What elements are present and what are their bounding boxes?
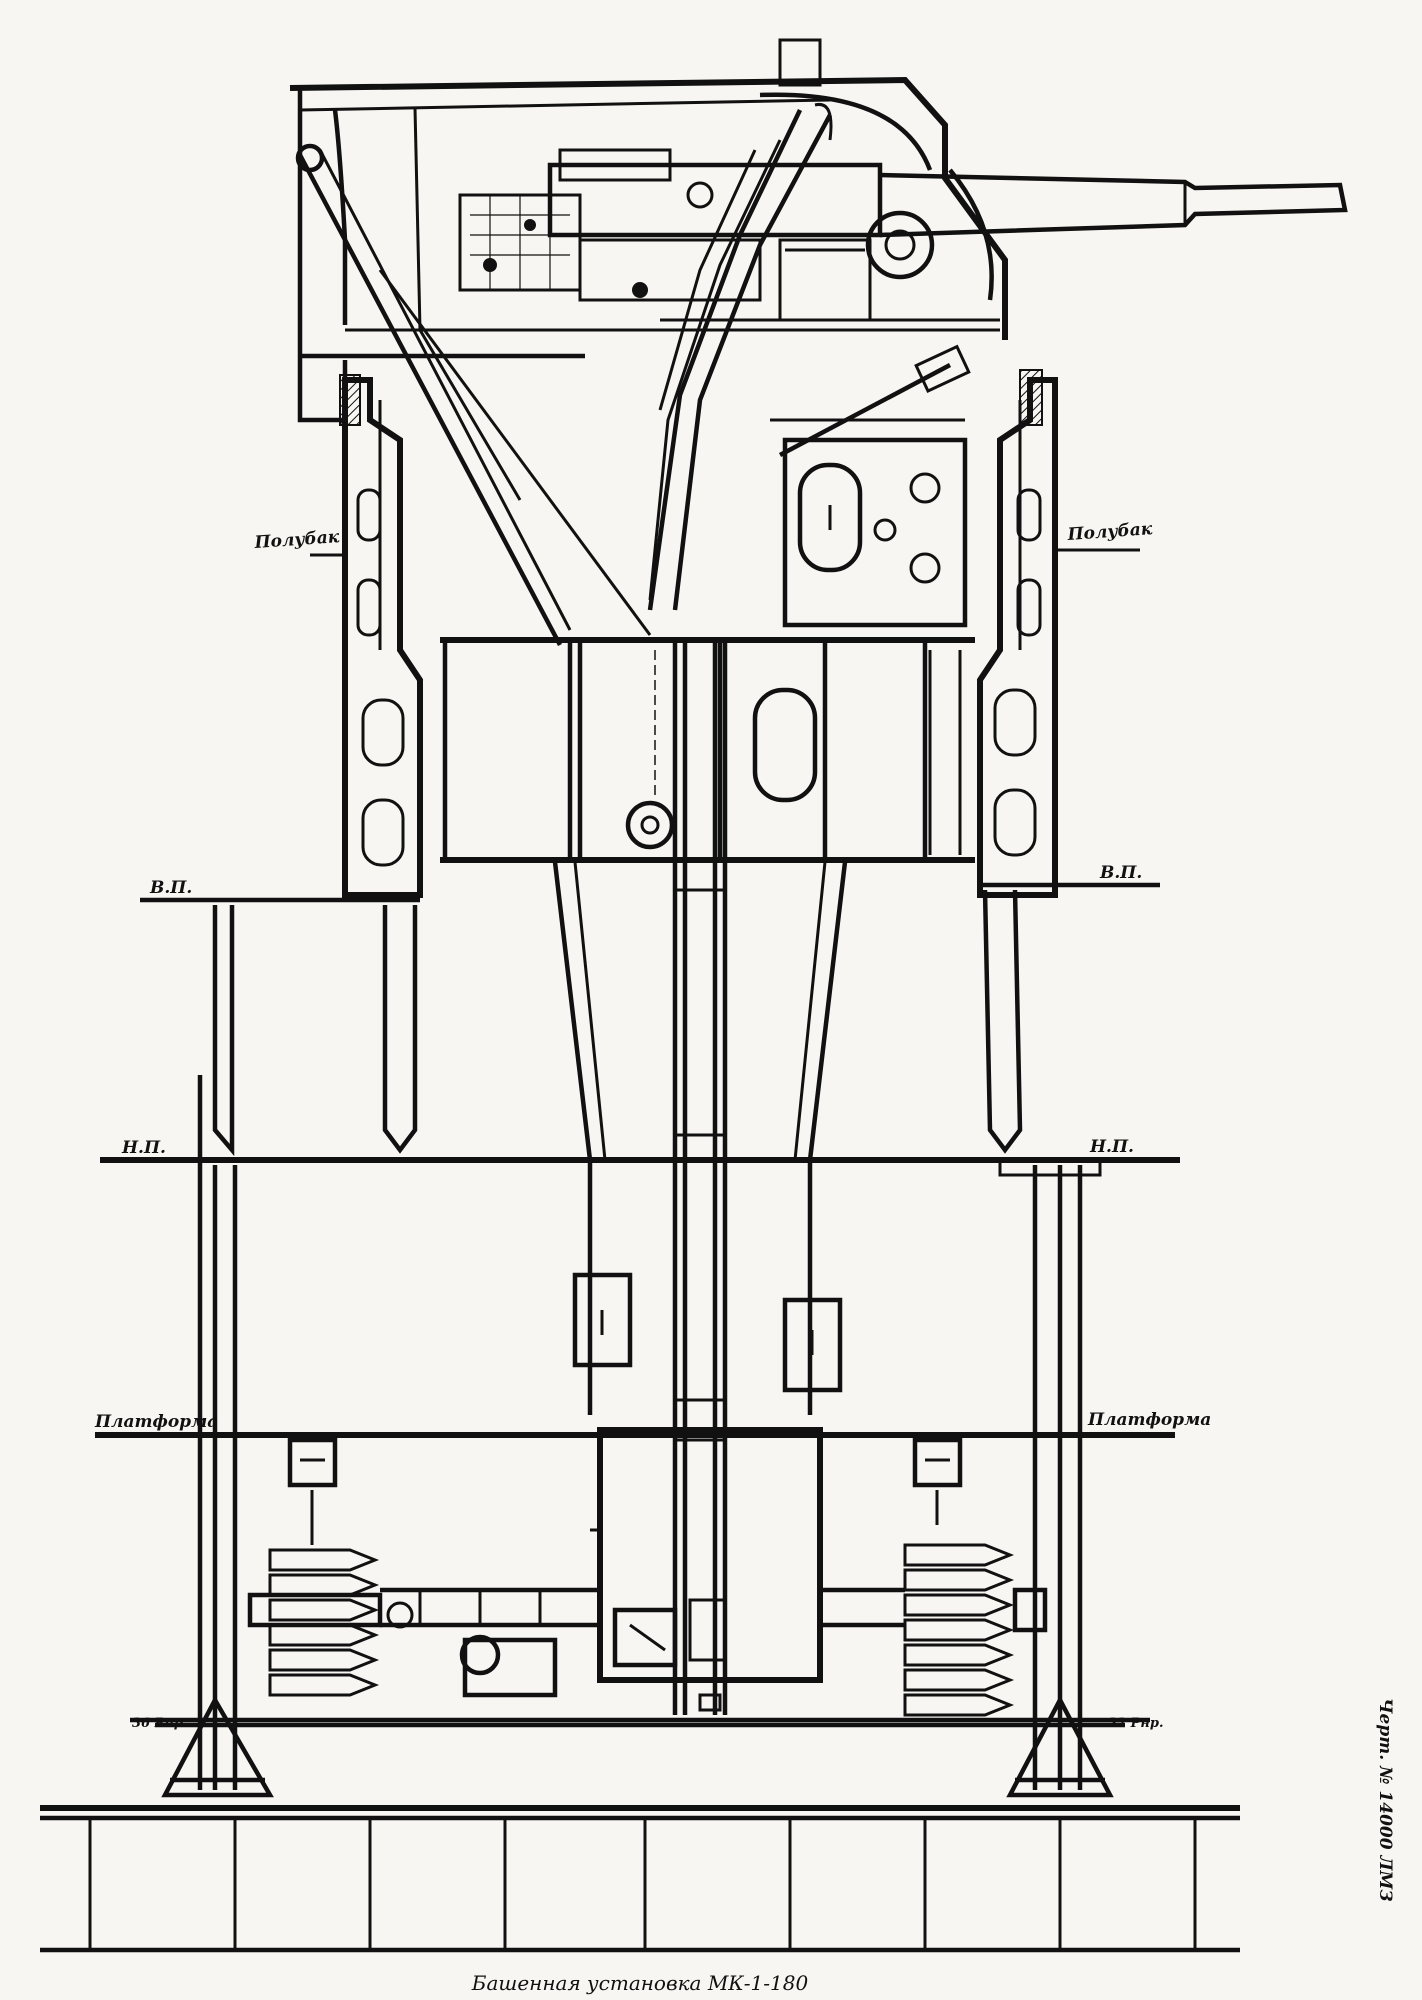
- label-poluyut-left: Полубак: [253, 527, 340, 553]
- shell-stack-left: [268, 1548, 380, 1697]
- barbette-upper-left: [339, 374, 423, 898]
- shell-rack-left: [247, 1437, 383, 1697]
- shell-stack-right: [903, 1543, 1015, 1717]
- central-hoist-column: [672, 640, 728, 1715]
- label-platforma-right: Платформа: [1087, 1410, 1211, 1430]
- label-np-right: Н.П.: [1089, 1137, 1134, 1157]
- right-internal-compartment: [770, 418, 968, 628]
- deck-lines: [95, 548, 1180, 1728]
- figure-caption: Башенная установка МК-1-180: [471, 1971, 809, 1995]
- loading-linkage: [295, 143, 971, 647]
- label-poluyut-right: Полубак: [1066, 519, 1153, 545]
- tapered-trunk: [552, 861, 848, 1415]
- ammunition-hoist-trunk: [647, 102, 833, 611]
- label-np-left: Н.П.: [121, 1138, 166, 1158]
- deck-labels: Полубак Полубак В.П. В.П. Н.П. Н.П. Плат…: [94, 519, 1211, 1731]
- shell-rack-right: [903, 1437, 1048, 1717]
- label-frame-left: 36 Рнр.: [132, 1716, 188, 1731]
- rotating-structure-upper: [440, 637, 975, 863]
- hull-bottom-structure: [40, 1805, 1240, 1953]
- turret-house: [289, 38, 1008, 423]
- breech-mechanism: [458, 148, 883, 322]
- barbette-upper-right: [977, 369, 1058, 898]
- drawing-number: Черт. № 14000 ЛМЗ: [1375, 1698, 1395, 1902]
- gun-barrel: [865, 168, 1348, 301]
- transfer-mechanism: [260, 1587, 920, 1722]
- support-pillars: [161, 889, 1114, 1798]
- label-vp-left: В.П.: [149, 878, 192, 898]
- label-frame-right: 32 Рнр.: [1108, 1716, 1164, 1731]
- label-platforma-left: Платформа: [94, 1412, 218, 1432]
- handling-room-box: [590, 1427, 823, 1712]
- label-vp-right: В.П.: [1099, 863, 1142, 883]
